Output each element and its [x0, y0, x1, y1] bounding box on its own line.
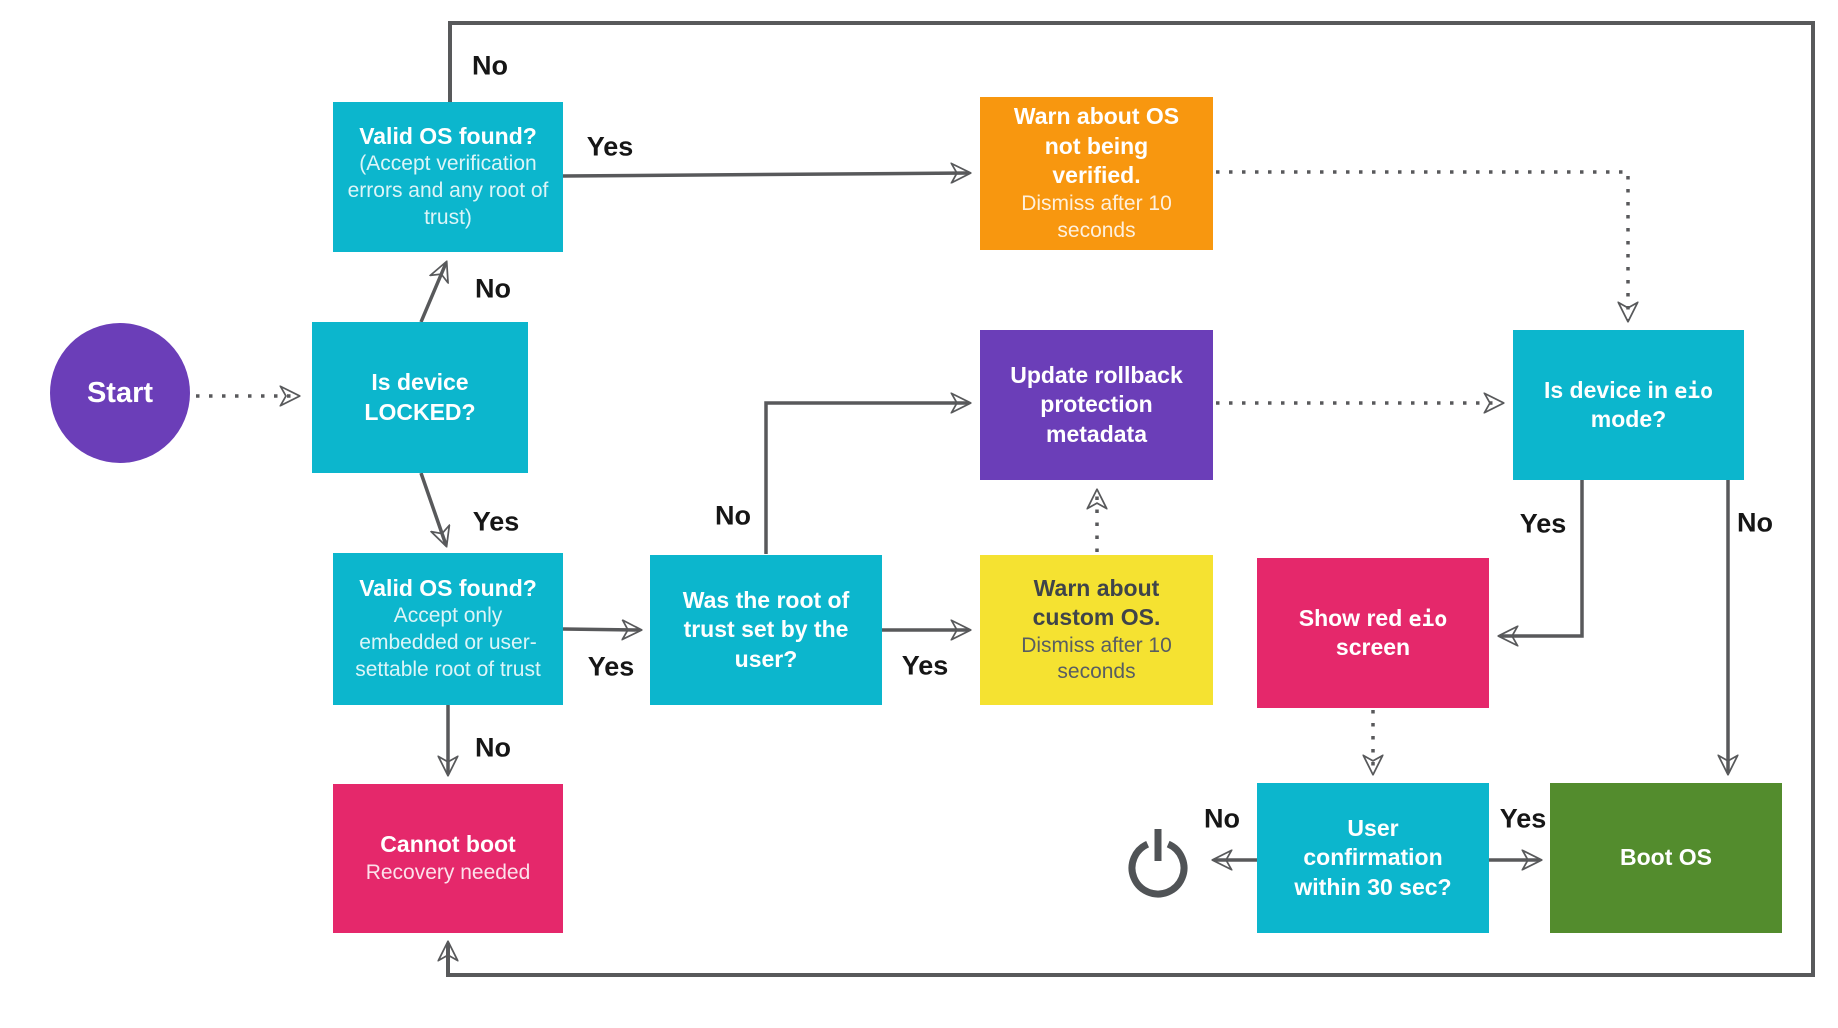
edge-validosany-to-warnnotverified: [562, 173, 969, 176]
node-root-of-trust-user: Was the root of trust set by the user?: [650, 555, 882, 705]
edge-rootoftrust-to-updaterollback: [764, 403, 969, 554]
edge-locked-to-validosany: [419, 263, 446, 323]
node-is-device-eio-mode: Is device in eio mode?: [1513, 330, 1744, 480]
node-title: Show red eio screen: [1298, 604, 1448, 660]
node-show-red-eio-screen: Show red eio screen: [1257, 558, 1489, 708]
node-body: (Accept verification errors and any root…: [347, 152, 549, 230]
eio-code-text: eio: [1408, 606, 1448, 632]
node-title: Valid OS found?: [359, 122, 537, 149]
edge-validosuser-to-rootoftrust: [562, 629, 640, 630]
edge-eiomode-to-showredeio: [1500, 480, 1584, 636]
edge-locked-to-validosuser: [419, 472, 446, 545]
node-body: Recovery needed: [365, 860, 531, 884]
edge-label-yes-locked-down: Yes: [472, 506, 520, 537]
node-title: Valid OS found?: [359, 574, 537, 601]
node-title: Start: [86, 376, 154, 409]
edge-label-yes-warn: Yes: [586, 131, 634, 162]
edge-label-no-loop: No: [472, 50, 508, 81]
node-start: Start: [50, 323, 190, 463]
node-title: Warn about custom OS.: [1032, 574, 1161, 631]
node-is-device-locked: Is device LOCKED?: [312, 322, 528, 473]
power-icon: [1128, 829, 1188, 898]
eio-code-text: eio: [1674, 378, 1713, 404]
edge-label-yes-confirm: Yes: [1499, 803, 1547, 834]
node-valid-os-any-root: Valid OS found? (Accept verification err…: [333, 102, 563, 252]
node-title: Warn about OS not being verified.: [1013, 103, 1180, 189]
node-valid-os-user-root: Valid OS found? Accept only embedded or …: [333, 553, 563, 705]
node-warn-custom-os: Warn about custom OS. Dismiss after 10 s…: [980, 555, 1213, 705]
edge-label-no-eio: No: [1737, 507, 1773, 538]
node-body: Dismiss after 10 seconds: [1021, 191, 1172, 242]
edge-label-yes-root-warn: Yes: [901, 650, 949, 681]
edge-label-no-confirm: No: [1204, 803, 1240, 834]
node-update-rollback-metadata: Update rollback protection metadata: [980, 330, 1213, 480]
node-title: Is device in eio mode?: [1543, 376, 1713, 432]
node-title: Update rollback protection metadata: [1010, 361, 1183, 447]
edge-label-yes-valid-root: Yes: [587, 651, 635, 682]
edge-label-no-cannot-boot: No: [475, 732, 511, 763]
node-cannot-boot: Cannot boot Recovery needed: [333, 784, 563, 933]
node-title: Is device LOCKED?: [364, 369, 476, 425]
node-warn-os-not-verified: Warn about OS not being verified. Dismis…: [980, 97, 1213, 250]
node-boot-os: Boot OS: [1550, 783, 1782, 933]
node-title: Boot OS: [1620, 844, 1712, 871]
node-title: Cannot boot: [380, 831, 516, 858]
node-body: Accept only embedded or user-settable ro…: [355, 604, 541, 682]
node-user-confirmation: User confirmation within 30 sec?: [1257, 783, 1489, 933]
node-title: User confirmation within 30 sec?: [1294, 814, 1452, 900]
edge-warnnotverified-to-eiomode: [1216, 170, 1628, 320]
edge-validosany-to-cannotboot: [448, 21, 1815, 977]
node-title: Was the root of trust set by the user?: [682, 586, 850, 672]
edge-label-no-locked-up: No: [475, 273, 511, 304]
edge-label-no-root-up: No: [715, 500, 751, 531]
node-body: Dismiss after 10 seconds: [1021, 633, 1172, 684]
edge-label-yes-eio: Yes: [1519, 508, 1567, 539]
